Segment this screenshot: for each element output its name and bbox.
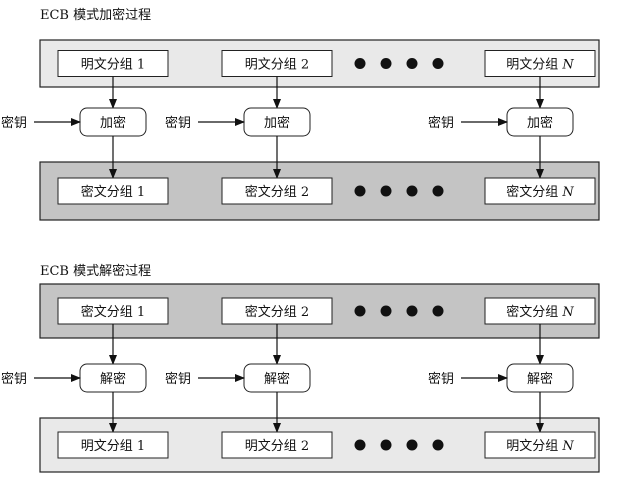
dec-input-label: 密文分组 N [506,304,574,320]
enc-key-label: 密钥 [428,115,454,131]
dec-output-block [221,431,333,459]
enc-input-block [221,50,333,77]
dec-key-label: 密钥 [428,371,454,387]
dec-output-block [57,431,169,459]
dec-output-ellipsis-dot [432,439,444,451]
dec-operation-label: 解密 [527,371,553,387]
dec-operation-label: 解密 [264,371,290,387]
dec-key-label: 密钥 [1,371,27,387]
dec-input-ellipsis-dot [406,305,418,317]
enc-output-ellipsis-dot [354,185,366,197]
enc-output-label: 密文分组 1 [81,184,145,200]
enc-output-ellipsis-dot [432,185,444,197]
dec-output-block [484,431,596,459]
enc-input-ellipsis-dot [406,58,418,69]
enc-output-ellipsis-dot [380,185,392,197]
dec-output-label: 明文分组 2 [245,439,309,454]
dec-input-label: 密文分组 2 [245,304,309,320]
enc-output-ellipsis-dot [406,185,418,197]
enc-input-label: 明文分组 N [506,58,574,73]
enc-output-label: 密文分组 N [506,184,574,200]
dec-input-block [57,297,169,325]
dec-output-label: 明文分组 N [506,439,574,454]
enc-output-block [484,177,596,205]
dec-input-ellipsis-dot [380,305,392,317]
enc-input-ellipsis-dot [354,58,366,69]
enc-input-ellipsis-dot [432,58,444,69]
enc-output-block [57,177,169,205]
enc-key-label: 密钥 [1,115,27,131]
dec-operation-label: 解密 [100,371,126,387]
dec-input-label: 密文分组 1 [81,304,145,320]
dec-input-block [221,297,333,325]
enc-input-block [484,50,596,77]
enc-input-label: 明文分组 2 [245,58,309,73]
enc-operation-label: 加密 [527,115,553,131]
dec-input-ellipsis-dot [354,305,366,317]
enc-title: ECB 模式加密过程 [40,7,151,23]
dec-input-ellipsis-dot [432,305,444,317]
enc-operation-label: 加密 [100,115,126,131]
enc-output-block [221,177,333,205]
dec-output-label: 明文分组 1 [81,439,145,454]
dec-key-label: 密钥 [165,371,191,387]
enc-key-label: 密钥 [165,115,191,131]
dec-output-ellipsis-dot [380,439,392,451]
dec-title: ECB 模式解密过程 [40,263,151,279]
enc-input-label: 明文分组 1 [81,58,145,73]
dec-output-ellipsis-dot [406,439,418,451]
enc-input-ellipsis-dot [380,58,392,69]
dec-output-ellipsis-dot [354,439,366,451]
enc-operation-label: 加密 [264,115,290,131]
enc-output-label: 密文分组 2 [245,184,309,200]
